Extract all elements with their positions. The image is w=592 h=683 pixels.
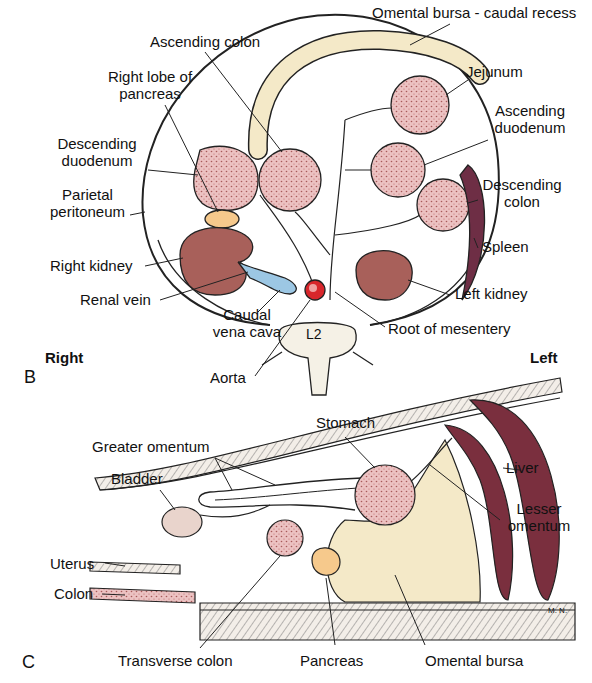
part-label: Aorta <box>210 369 246 386</box>
part-label: Parietal peritoneum <box>40 186 135 220</box>
part-label: Bladder <box>111 470 163 487</box>
part-label: Omental bursa <box>425 652 523 669</box>
cross-section <box>142 15 498 395</box>
part-label: Uterus <box>50 555 94 572</box>
part-label: Left kidney <box>455 285 528 302</box>
part-label: Caudal vena cava <box>212 306 282 340</box>
part-label: Spleen <box>482 238 529 255</box>
part-label: Lesser omentum <box>494 500 584 534</box>
part-label: Stomach <box>316 414 375 431</box>
part-label: Left <box>530 349 558 366</box>
part-label: L2 <box>306 326 322 342</box>
part-label: Right <box>45 349 83 366</box>
part-label: B <box>24 367 36 387</box>
sagittal-section <box>90 378 575 640</box>
part-label: Renal vein <box>80 291 151 308</box>
part-label: Descending colon <box>472 176 572 210</box>
part-label: C <box>22 652 35 672</box>
part-label: Greater omentum <box>92 438 210 455</box>
part-label: M. N. <box>548 606 567 616</box>
leader-lines <box>102 437 520 648</box>
part-label: Right kidney <box>50 257 133 274</box>
part-label: Root of mesentery <box>388 320 511 337</box>
part-label: Descending duodenum <box>42 135 152 169</box>
part-label: Ascending duodenum <box>480 102 580 136</box>
part-label: Colon <box>54 585 93 602</box>
part-label: Transverse colon <box>118 652 233 669</box>
part-label: Liver <box>506 459 539 476</box>
part-label: Right lobe of pancreas <box>100 68 200 102</box>
part-label: Jejunum <box>466 63 523 80</box>
part-label: Pancreas <box>300 652 363 669</box>
part-label: Omental bursa - caudal recess <box>372 4 576 21</box>
part-label: Ascending colon <box>150 33 260 50</box>
